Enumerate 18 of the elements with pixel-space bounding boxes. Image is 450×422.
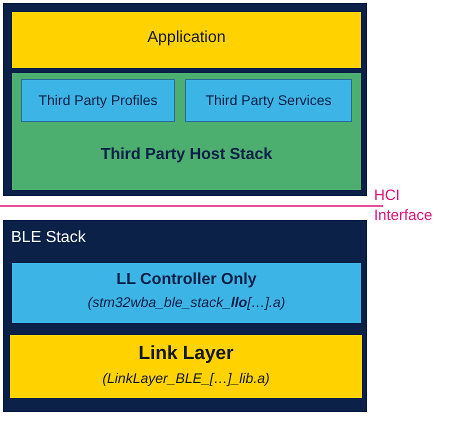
link-layer-block (10, 335, 362, 398)
host-stack-block (12, 73, 361, 190)
profiles-block (21, 79, 175, 122)
services-block (185, 79, 352, 122)
application-block (12, 12, 361, 68)
block-title: LL Controller Only (115, 271, 258, 289)
block-title: Third Party Services (204, 92, 333, 108)
block-title: Link Layer (137, 343, 235, 365)
interface-label: HCI Interface (374, 186, 434, 226)
controller-block (12, 263, 361, 323)
block-title: Third Party Host Stack (100, 146, 274, 164)
file-name: (LinkLayer_BLE_[…]_lib.a) (101, 370, 271, 386)
ble-stack-panel (3, 220, 367, 412)
file-name: (stm32wba_ble_stack_llo[…].a) (86, 294, 286, 310)
block-title: BLE Stack (11, 229, 86, 247)
block-title: Third Party Profiles (37, 92, 159, 108)
stack-panel (3, 3, 367, 196)
block-title: Application (146, 29, 227, 47)
